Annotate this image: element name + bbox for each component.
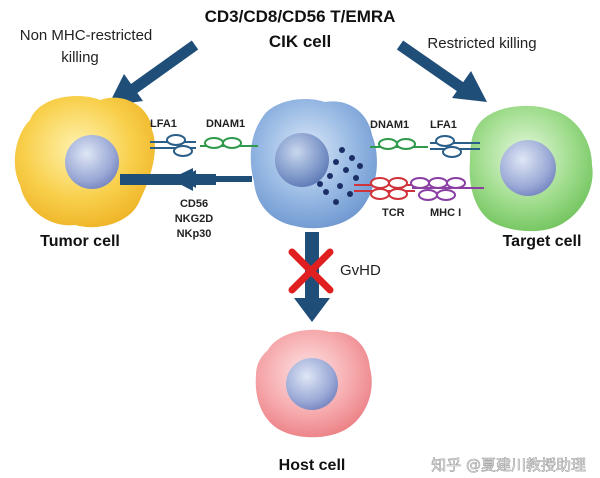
tcr-receptor — [354, 177, 415, 200]
lfa1-left-label: LFA1 — [150, 118, 177, 130]
mhc1-label: MHC I — [430, 207, 461, 219]
nkp30-label: NKp30 — [177, 228, 212, 240]
mhc1-molecule — [410, 177, 484, 201]
tumor-cell — [14, 96, 155, 228]
target-cell-label: Target cell — [503, 233, 582, 250]
target-cell — [469, 105, 593, 232]
arrow-to-tumor — [108, 40, 199, 106]
cytotoxic-granules — [317, 147, 363, 205]
host-cell-label: Host cell — [279, 457, 346, 474]
dnam1-left-label: DNAM1 — [206, 118, 245, 130]
blocked-x-mark — [288, 248, 334, 294]
arrow-to-target — [396, 40, 487, 102]
dnam1-right-receptor — [370, 138, 428, 150]
restricted-killing-label: Restricted killing — [427, 35, 536, 52]
lfa1-right-label: LFA1 — [430, 119, 457, 131]
target-nucleus — [500, 140, 556, 196]
cd56-label: CD56 — [180, 198, 208, 210]
host-nucleus — [286, 358, 338, 410]
tumor-cell-label: Tumor cell — [40, 233, 120, 250]
title-line1: CD3/CD8/CD56 T/EMRA — [205, 7, 396, 26]
cik-nucleus — [275, 133, 329, 187]
tcr-label: TCR — [382, 207, 405, 219]
arrow-cik-to-tumor — [120, 168, 252, 191]
dnam1-right-label: DNAM1 — [370, 119, 409, 131]
tumor-nucleus — [65, 135, 119, 189]
dnam1-left-receptor — [200, 137, 258, 149]
host-cell — [255, 329, 372, 438]
title-line2: CIK cell — [269, 32, 331, 51]
arrow-to-host — [294, 232, 330, 322]
lfa1-left-receptor — [150, 134, 196, 157]
cik-cell — [250, 98, 377, 229]
lfa1-right-receptor — [430, 135, 480, 158]
gvhd-label: GvHD — [340, 262, 381, 279]
non-mhc-label-line2: killing — [61, 49, 99, 66]
watermark: 知乎 @夏建川教授助理 — [431, 456, 586, 474]
nkg2d-label: NKG2D — [175, 213, 214, 225]
non-mhc-label-line1: Non MHC-restricted — [20, 27, 153, 44]
